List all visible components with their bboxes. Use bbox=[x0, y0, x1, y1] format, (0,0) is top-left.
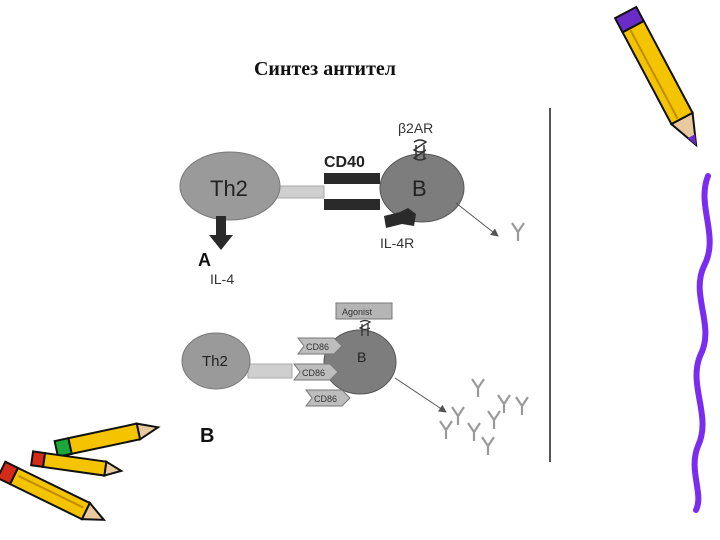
th2-label-b: Th2 bbox=[202, 353, 228, 370]
panel-a: Th2 B CD40 β2AR IL-4R A IL-4 bbox=[179, 120, 526, 287]
svg-text:CD86: CD86 bbox=[302, 368, 325, 378]
cd40-bar-bottom bbox=[324, 199, 380, 210]
panel-a-letter: A bbox=[198, 250, 211, 270]
wavy-border bbox=[691, 173, 713, 513]
th2-label-a: Th2 bbox=[210, 176, 248, 201]
secretion-arrow-a bbox=[455, 202, 499, 237]
secretion-arrow-b bbox=[394, 377, 447, 413]
pencils-icon bbox=[0, 422, 161, 521]
svg-text:CD86: CD86 bbox=[314, 394, 337, 404]
th2-connector-b bbox=[247, 363, 293, 379]
panel-b: Th2 B CD86 CD86 CD86 Agonist bbox=[181, 302, 530, 457]
svg-text:CD86: CD86 bbox=[306, 342, 329, 352]
b-cell-a bbox=[379, 153, 465, 223]
antibody-icon bbox=[510, 221, 526, 243]
b2ar-label: β2AR bbox=[398, 120, 433, 136]
b2ar-receptor-a bbox=[412, 139, 428, 161]
b-label-a: B bbox=[412, 176, 427, 201]
cd86-chevron-3: CD86 bbox=[305, 389, 351, 407]
cd40-bar-top bbox=[324, 173, 380, 184]
b-label-b: B bbox=[357, 349, 366, 365]
slide-title: Синтез антител bbox=[253, 58, 397, 80]
il4-arrow bbox=[209, 216, 233, 250]
cd40-label: CD40 bbox=[324, 154, 365, 171]
th2-cell-b bbox=[181, 332, 251, 390]
il4r-receptor bbox=[384, 208, 416, 228]
b2ar-receptor-b bbox=[358, 319, 372, 336]
agonist-box bbox=[335, 302, 393, 320]
antibody-cluster bbox=[438, 377, 530, 457]
il4r-label: IL-4R bbox=[380, 235, 414, 251]
pencil-icon bbox=[613, 5, 698, 148]
th2-cell-a bbox=[179, 151, 281, 221]
cd86-chevron-1: CD86 bbox=[297, 337, 343, 355]
cd86-chevron-2: CD86 bbox=[293, 363, 339, 381]
panel-b-letter: B bbox=[200, 425, 214, 447]
agonist-label: Agonist bbox=[342, 307, 373, 317]
il4-label: IL-4 bbox=[210, 271, 234, 287]
